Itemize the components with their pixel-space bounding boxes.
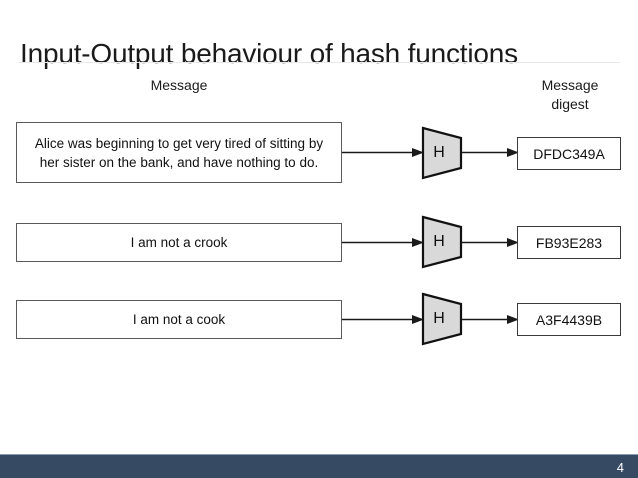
hash-function-shape: H — [420, 215, 464, 269]
arrow-hash-to-digest — [461, 315, 519, 324]
message-box: I am not a crook — [16, 223, 342, 262]
title-divider — [18, 62, 620, 63]
hash-function-label: H — [433, 233, 445, 250]
column-header-digest: Message digest — [520, 76, 620, 114]
digest-box: FB93E283 — [517, 226, 621, 259]
digest-box: A3F4439B — [517, 303, 621, 336]
arrow-message-to-hash — [342, 315, 424, 324]
column-header-digest-line1: Message — [541, 77, 599, 93]
hash-function-label: H — [433, 310, 445, 327]
hash-function-label: H — [433, 144, 445, 161]
hash-function-shape: H — [420, 292, 464, 346]
column-header-digest-line2: digest — [551, 96, 589, 112]
footer-bar: 4 — [0, 454, 638, 478]
message-box: I am not a cook — [16, 300, 342, 339]
arrow-hash-to-digest — [461, 238, 519, 247]
arrow-message-to-hash — [342, 148, 424, 157]
digest-box: DFDC349A — [517, 137, 621, 170]
arrow-hash-to-digest — [461, 148, 519, 157]
hash-function-shape: H — [420, 126, 464, 180]
message-box: Alice was beginning to get very tired of… — [16, 122, 342, 183]
slide-number: 4 — [616, 460, 624, 475]
page-title: Input-Output behaviour of hash functions — [20, 37, 518, 69]
arrow-message-to-hash — [342, 238, 424, 247]
column-header-message: Message — [150, 77, 208, 93]
